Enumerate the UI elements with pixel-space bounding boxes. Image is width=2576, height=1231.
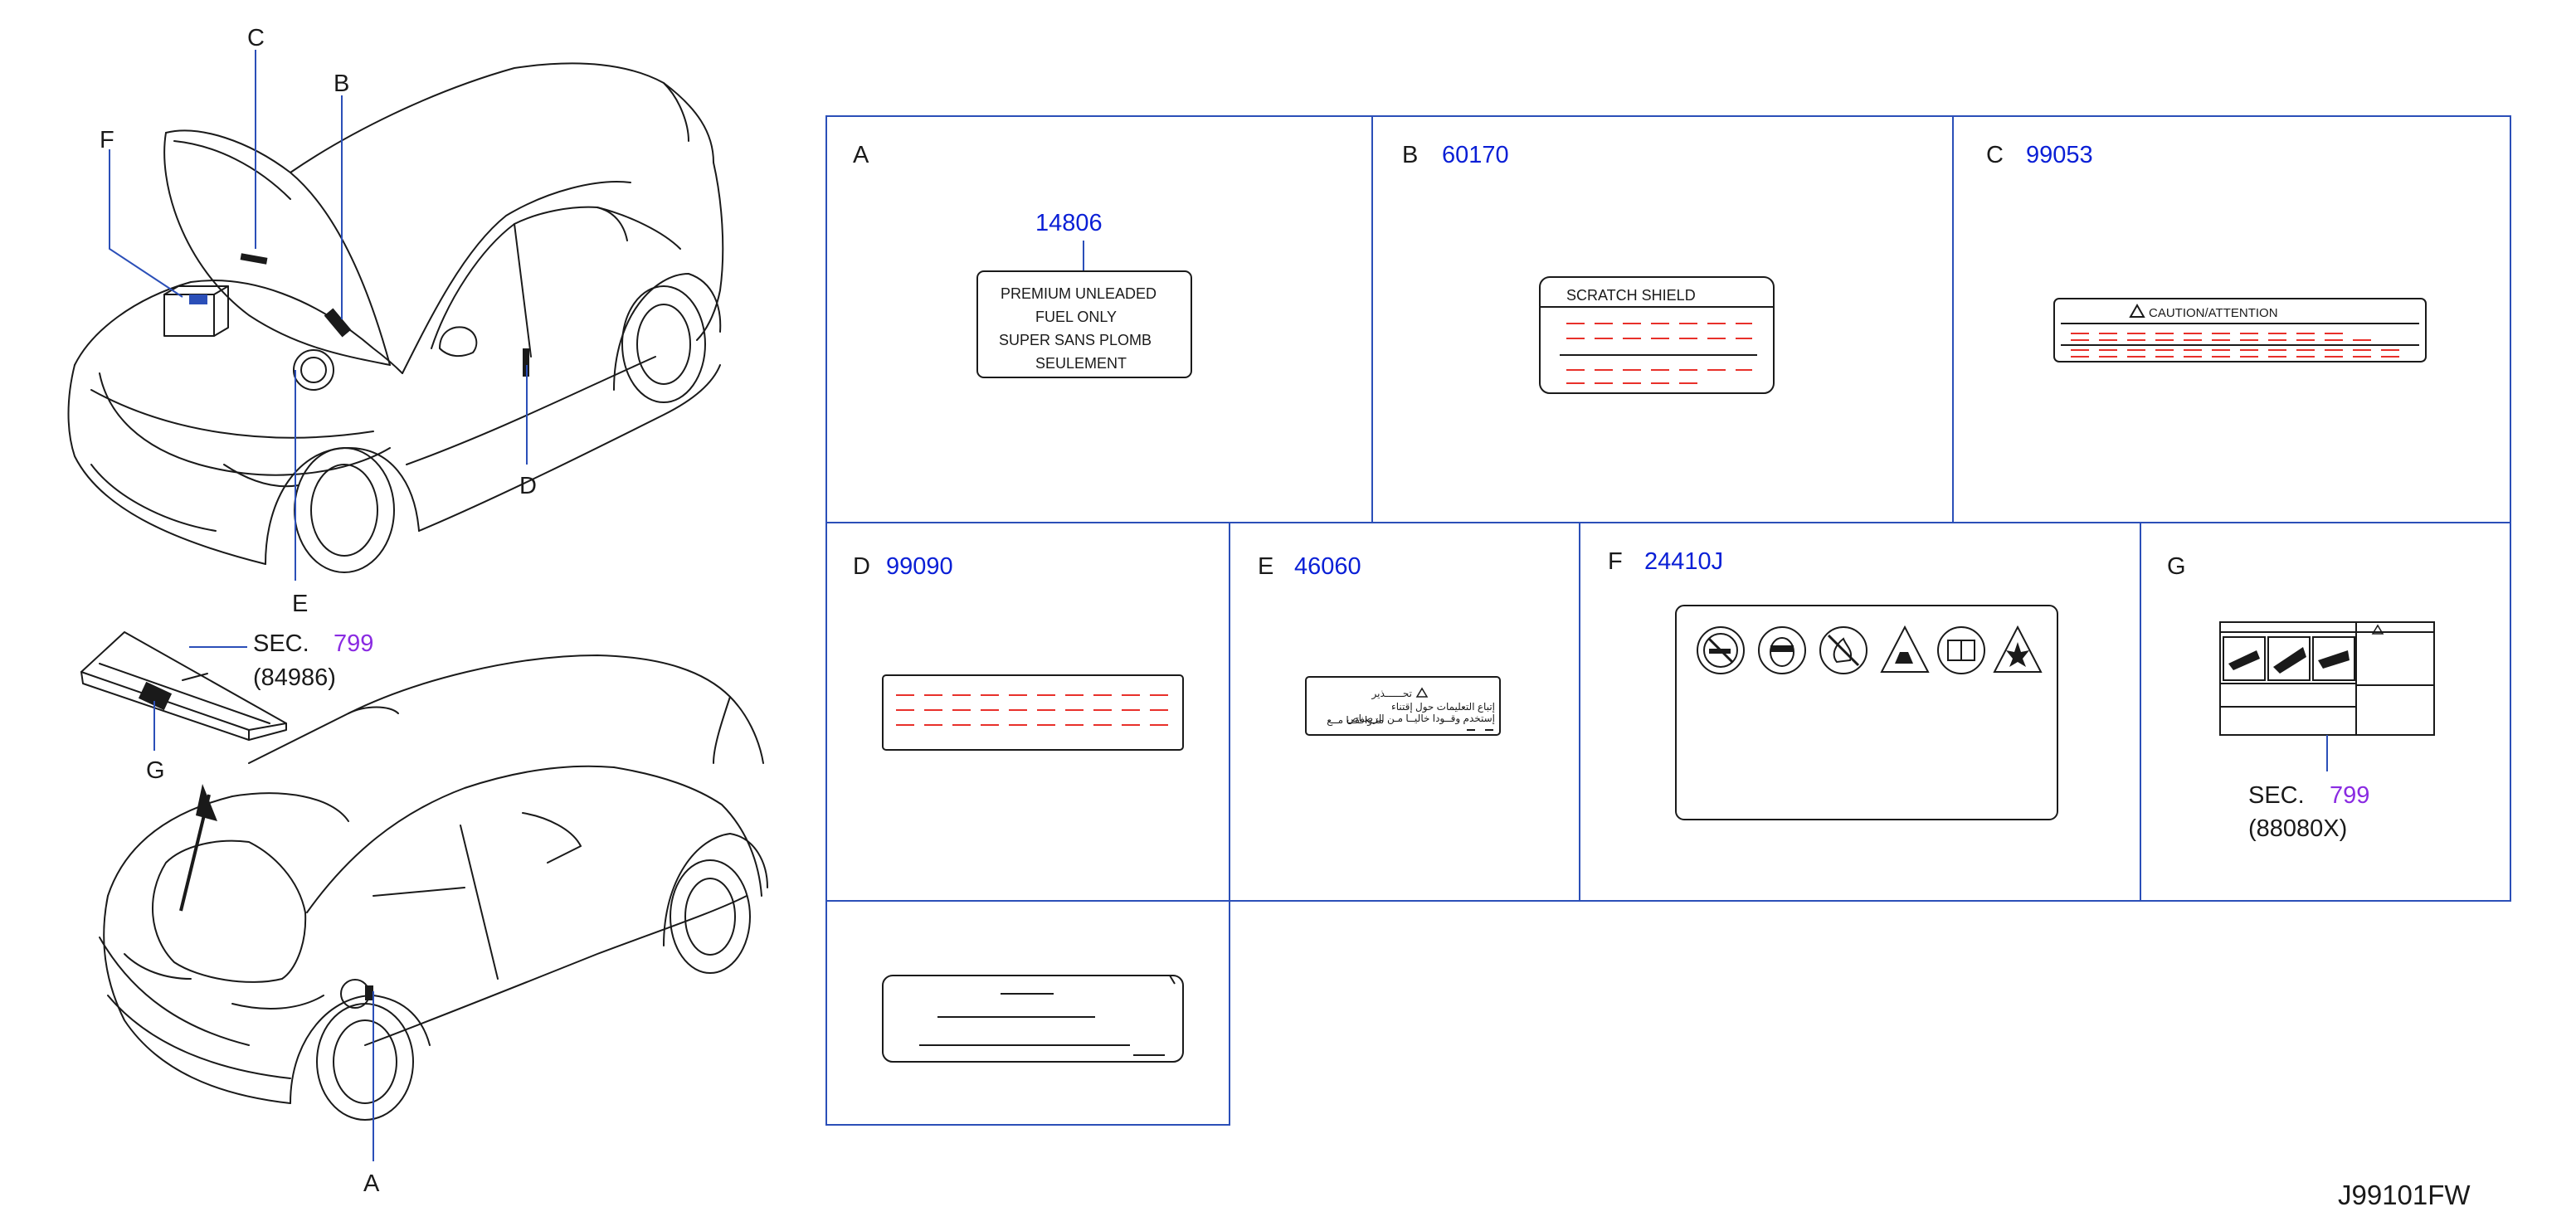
- section-reference-upper-prefix: SEC.: [253, 630, 309, 657]
- installation-arrowhead: [196, 784, 217, 821]
- no-smoking-icon: [1697, 626, 1745, 674]
- battery-warning-label-illustration: [1675, 605, 2058, 820]
- callout-a: A: [363, 1170, 380, 1197]
- caution-triangle-small-icon: [2371, 624, 2384, 635]
- arabic-caution-label-illustration: [1305, 676, 1501, 736]
- callout-e: E: [292, 591, 308, 617]
- warning-triangle-icon: [1415, 687, 1429, 698]
- section-reference-lower-number: 799: [2330, 782, 2369, 809]
- panel-e-part-number: 46060: [1294, 553, 1361, 580]
- read-manual-icon: [1937, 626, 1985, 674]
- panel-c-letter: C: [1986, 142, 2004, 168]
- panel-f-part-number: 24410J: [1644, 548, 1723, 575]
- panel-a-line-2: FUEL ONLY: [1035, 309, 1117, 325]
- upper-car-drawing: [67, 62, 724, 573]
- panel-e-letter: E: [1258, 553, 1273, 580]
- panel-g: G SEC. 799 (88080X): [2167, 553, 2435, 842]
- label-panel-grid: [825, 115, 2511, 1126]
- fuel-label-illustration: [976, 270, 1192, 378]
- lower-leader-lines: [153, 646, 374, 1161]
- panel-a-part-number: 14806: [1035, 210, 1103, 236]
- callout-d: D: [519, 473, 537, 499]
- acid-warning-icon: [1880, 625, 1930, 673]
- panel-e: E 46060 تحــــــذير إتباع التعليمات حول …: [1258, 553, 1501, 736]
- panel-e-line-3: إستخدم وقــودا خاليــا مـن الرصـاص: [1346, 713, 1495, 725]
- eye-protection-icon: [1758, 626, 1806, 674]
- section-reference-upper-part: (84986): [253, 664, 336, 691]
- panel-a: A 14806 PREMIUM UNLEADED FUEL ONLY SUPER…: [853, 142, 1192, 378]
- section-reference-upper-number: 799: [334, 630, 373, 657]
- panel-b-title: SCRATCH SHIELD: [1566, 287, 1696, 304]
- callout-b: B: [334, 71, 349, 97]
- callout-g: G: [146, 757, 165, 784]
- lower-car-drawing: [99, 654, 768, 1121]
- panel-blank-label: [882, 975, 1184, 1063]
- callout-f: F: [100, 127, 114, 153]
- blank-label-illustration: [882, 975, 1184, 1063]
- cover-operation-pictograms: [2223, 636, 2355, 681]
- panel-a-letter: A: [853, 142, 869, 168]
- panel-a-line-4: SEULEMENT: [1035, 355, 1127, 372]
- panel-c: C 99053 CAUTION/ATTENTION: [1986, 142, 2427, 362]
- panel-f: F 24410J: [1608, 548, 2058, 820]
- panel-d-part-number: 99090: [886, 553, 953, 580]
- panel-d-label-illustration: [882, 674, 1184, 751]
- panel-d-letter: D: [853, 553, 870, 580]
- panel-b: B 60170 SCRATCH SHIELD: [1402, 142, 1775, 394]
- diagram-code: J99101FW: [2338, 1180, 2471, 1210]
- no-flame-icon: [1819, 626, 1867, 674]
- panel-f-letter: F: [1608, 548, 1623, 575]
- callout-c: C: [247, 25, 265, 51]
- panel-e-line-2: إتباع التعليمات حول إقتناء: [1391, 701, 1495, 713]
- tonneau-cover-drawing: [80, 631, 287, 741]
- upper-leader-lines: [109, 50, 528, 581]
- tonneau-label-illustration: [2219, 621, 2435, 736]
- caution-triangle-icon: [2129, 303, 2145, 318]
- panel-c-part-number: 99053: [2026, 142, 2093, 168]
- section-reference-lower-prefix: SEC.: [2248, 782, 2305, 809]
- panel-d: D 99090: [853, 553, 1184, 751]
- panel-b-part-number: 60170: [1442, 142, 1509, 168]
- panel-e-line-4: متـوافقــا مــع: [1327, 714, 1384, 727]
- explosion-warning-icon: [1993, 625, 2043, 673]
- panel-b-letter: B: [1402, 142, 1418, 168]
- panel-e-line-1: تحــــــذير: [1371, 688, 1412, 700]
- panel-c-title: CAUTION/ATTENTION: [2149, 306, 2278, 320]
- section-reference-lower-part: (88080X): [2248, 815, 2347, 842]
- panel-g-letter: G: [2167, 553, 2186, 580]
- panel-a-line-3: SUPER SANS PLOMB: [999, 332, 1152, 348]
- panel-a-line-1: PREMIUM UNLEADED: [1001, 285, 1157, 302]
